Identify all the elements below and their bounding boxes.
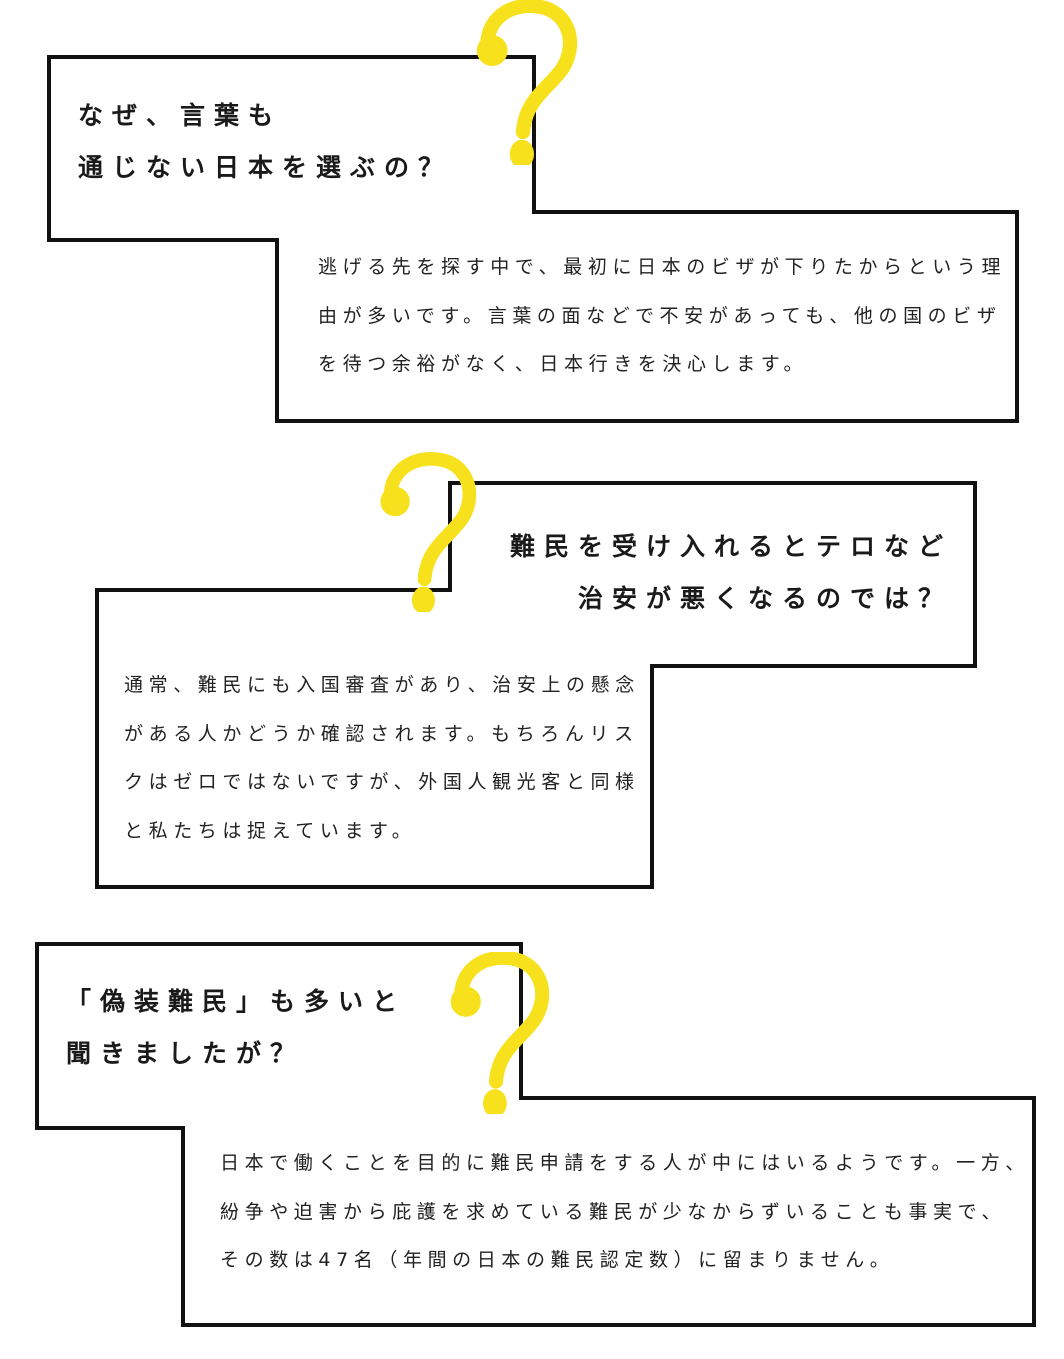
question-mark-icon bbox=[450, 952, 550, 1114]
question-mark-icon bbox=[380, 452, 477, 612]
question-text: 「偽装難民」も多いと 聞きましたが？ bbox=[66, 987, 407, 1068]
speech-frame bbox=[95, 481, 977, 889]
question-text: なぜ、言葉も 通じない日本を選ぶの？ bbox=[78, 101, 453, 182]
answer-text: 逃げる先を探す中で、最初に日本のビザが下りたからという理 由が多いです。言葉の面… bbox=[318, 256, 1007, 375]
question-text: 難民を受け入れるとテロなど 治安が悪くなるのでは？ bbox=[509, 532, 952, 613]
answer-text: 日本で働くことを目的に難民申請をする人が中にはいるようです。一方、 紛争や迫害か… bbox=[220, 1152, 1030, 1271]
answer-text: 通常、難民にも入国審査があり、治安上の懸念 がある人かどうか確認されます。もちろ… bbox=[124, 674, 640, 842]
question-mark-icon bbox=[476, 0, 578, 165]
